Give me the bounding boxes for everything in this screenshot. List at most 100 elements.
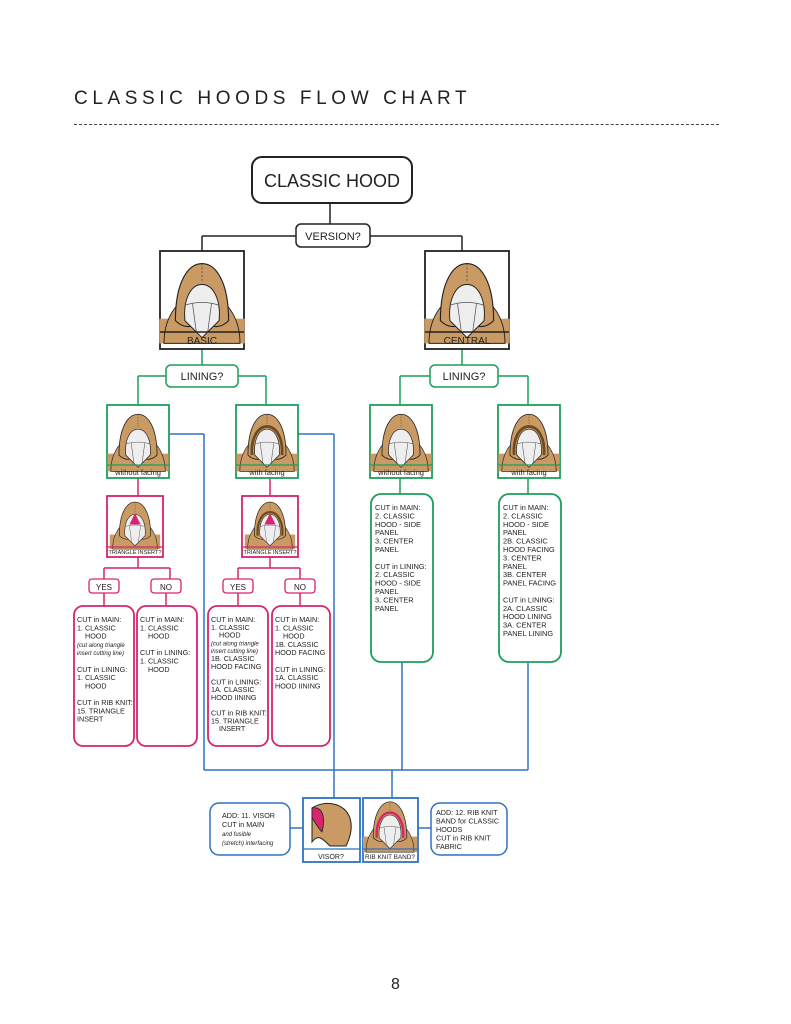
root-connectors (201, 203, 463, 251)
text-line: and fusible (222, 832, 252, 838)
text-line: PANEL (503, 528, 527, 537)
text-line: HOODS (436, 825, 463, 834)
text-line: 2A. CLASSIC (503, 604, 548, 613)
basic-label: BASIC (187, 336, 217, 347)
text-line: PANEL (375, 545, 399, 554)
text-line: 1. CLASSIC (140, 623, 179, 632)
central-label: CENTRAL (444, 336, 491, 347)
yes-pill-b: YES (222, 578, 254, 594)
yes-a-label: YES (96, 583, 112, 592)
triangle-b-label: TRIANGLE INSERT? (243, 550, 296, 556)
text-line: 3. CENTER (503, 553, 542, 562)
text-line: CUT in MAIN (222, 820, 264, 829)
lining-option-c: without facing (369, 404, 433, 479)
root-node: CLASSIC HOOD (251, 156, 413, 204)
text-line: 3A. CENTER (503, 621, 547, 630)
text-line: ADD: 11. VISOR (222, 811, 275, 820)
text-line: CUT in LINING: (140, 648, 190, 657)
text-line: 1A. CLASSIC (275, 673, 319, 682)
text-line: PANEL (503, 562, 527, 571)
text-line: CUT in MAIN: (140, 615, 184, 624)
rib-band-card: RIB KNIT BAND? (362, 797, 419, 863)
text-line: HOOD (85, 632, 107, 641)
version-question: VERSION? (295, 223, 371, 248)
text-line: PANEL (375, 604, 399, 613)
yes-pill-a: YES (88, 578, 120, 594)
text-line: CUT in LINING: (77, 665, 127, 674)
text-line: HOOD (148, 632, 170, 641)
text-line: CUT in MAIN: (77, 615, 121, 624)
page-number: 8 (391, 976, 400, 993)
text-line: ADD: 12. RIB KNIT (436, 808, 498, 817)
text-line: HOOD LINING (503, 612, 552, 621)
text-line: 1. CLASSIC (211, 623, 250, 632)
root-label: CLASSIC HOOD (264, 171, 400, 191)
lining-question-basic: LINING? (165, 364, 239, 388)
text-line: 1B. CLASSIC (211, 654, 255, 663)
text-line: HOOD FACING (211, 662, 262, 671)
text-line: 1. CLASSIC (275, 623, 314, 632)
lining-question-basic-label: LINING? (181, 371, 224, 383)
text-line: CUT in MAIN: (211, 615, 255, 624)
text-line: 2. CLASSIC (375, 570, 416, 579)
text-line: 1B. CLASSIC (275, 640, 319, 649)
visor-card: VISOR? (302, 797, 361, 863)
triangle-card-b: TRIANGLE INSERT? (241, 495, 299, 558)
text-line: HOOD (85, 681, 107, 690)
text-line: 3B. CENTER (503, 570, 547, 579)
rib-band-hood-icon (362, 801, 418, 853)
text-line: CUT in MAIN: (375, 503, 420, 512)
triangle-connectors (103, 478, 301, 606)
text-line: insert cutting line) (211, 649, 258, 655)
lining-option-d: with facing (498, 404, 560, 479)
triangle-card-a: TRIANGLE INSERT? (106, 495, 164, 558)
lining-option-a: without facing (106, 404, 170, 479)
text-line: BAND for CLASSIC (436, 817, 499, 826)
text-line: HOOD (283, 632, 305, 641)
title-divider (74, 124, 719, 125)
lining-b-label: with facing (248, 468, 284, 477)
text-line: FABRIC (436, 842, 462, 851)
text-line: HOOD IINING (275, 681, 321, 690)
lining-a-label: without facing (114, 468, 161, 477)
version-card-central: CENTRAL (423, 250, 511, 350)
visor-hood-icon (311, 802, 352, 847)
text-line: HOOD FACING (503, 545, 555, 554)
text-line: 3. CENTER (375, 595, 414, 604)
finishing-connectors (169, 433, 529, 829)
text-line: 15. TRIANGLE (211, 716, 259, 725)
text-line: HOOD FACING (275, 648, 326, 657)
text-line: PANEL FACING (503, 579, 556, 588)
text-line: HOOD (148, 665, 170, 674)
lining-connectors (137, 349, 529, 494)
text-line: 1. CLASSIC (77, 673, 116, 682)
version-card-basic: BASIC (158, 250, 246, 350)
text-line: (cut along triangle (211, 641, 259, 647)
lining-c-label: without facing (377, 468, 424, 477)
version-question-label: VERSION? (305, 231, 361, 243)
rib-band-label: RIB KNIT BAND? (365, 854, 415, 861)
no-a-label: NO (160, 583, 172, 592)
triangle-a-label: TRIANGLE INSERT? (108, 550, 161, 556)
text-line: 1. CLASSIC (140, 657, 179, 666)
text-line: HOOD - SIDE (503, 520, 549, 529)
text-line: HOOD (219, 631, 241, 640)
text-line: 1. CLASSIC (77, 623, 116, 632)
text-line: CUT in LINING: (275, 665, 325, 674)
visor-label: VISOR? (318, 854, 344, 861)
text-line: CUT in LINING: (503, 595, 555, 604)
text-line: (stretch) interfacing (222, 841, 274, 847)
